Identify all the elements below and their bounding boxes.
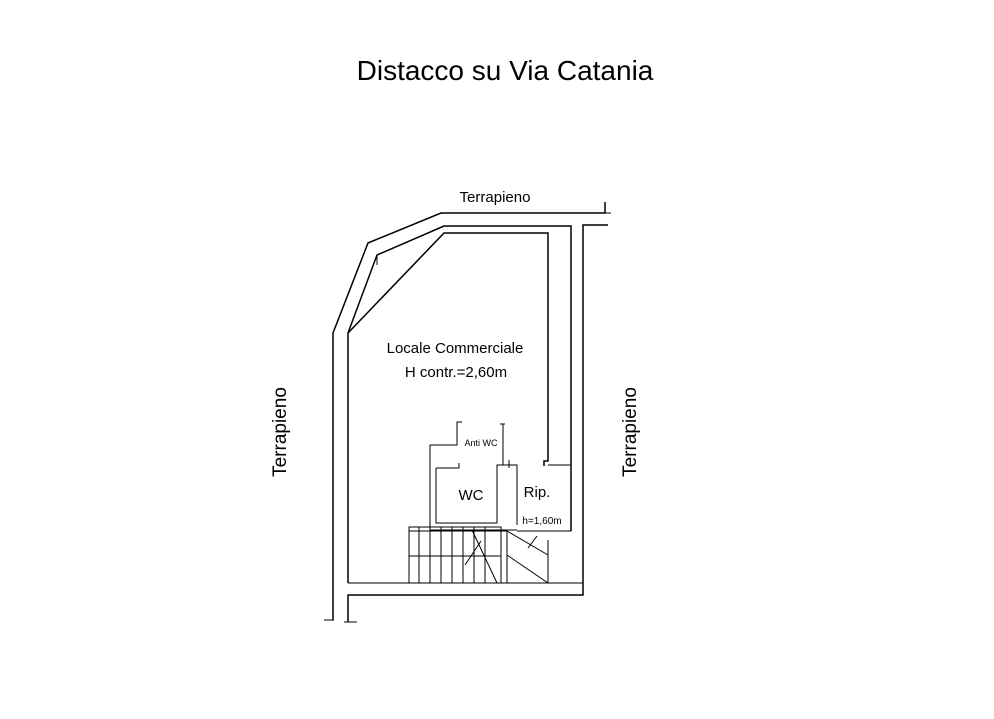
label-wc: WC [459, 487, 484, 504]
staircase [408, 526, 549, 584]
inner-wall [347, 225, 583, 584]
label-ripostiglio: Rip. [524, 484, 551, 501]
room-name: Locale Commerciale [387, 340, 524, 357]
label-terrapieno-left: Terrapieno [270, 387, 291, 477]
outer-wall [324, 202, 611, 623]
label-terrapieno-top: Terrapieno [460, 189, 531, 206]
label-terrapieno-right: Terrapieno [620, 387, 641, 477]
room-height: H contr.=2,60m [405, 364, 507, 381]
label-ripostiglio-height: h=1,60m [522, 516, 561, 527]
label-anti-wc: Anti WC [464, 438, 498, 448]
plan-title: Distacco su Via Catania [357, 55, 654, 86]
